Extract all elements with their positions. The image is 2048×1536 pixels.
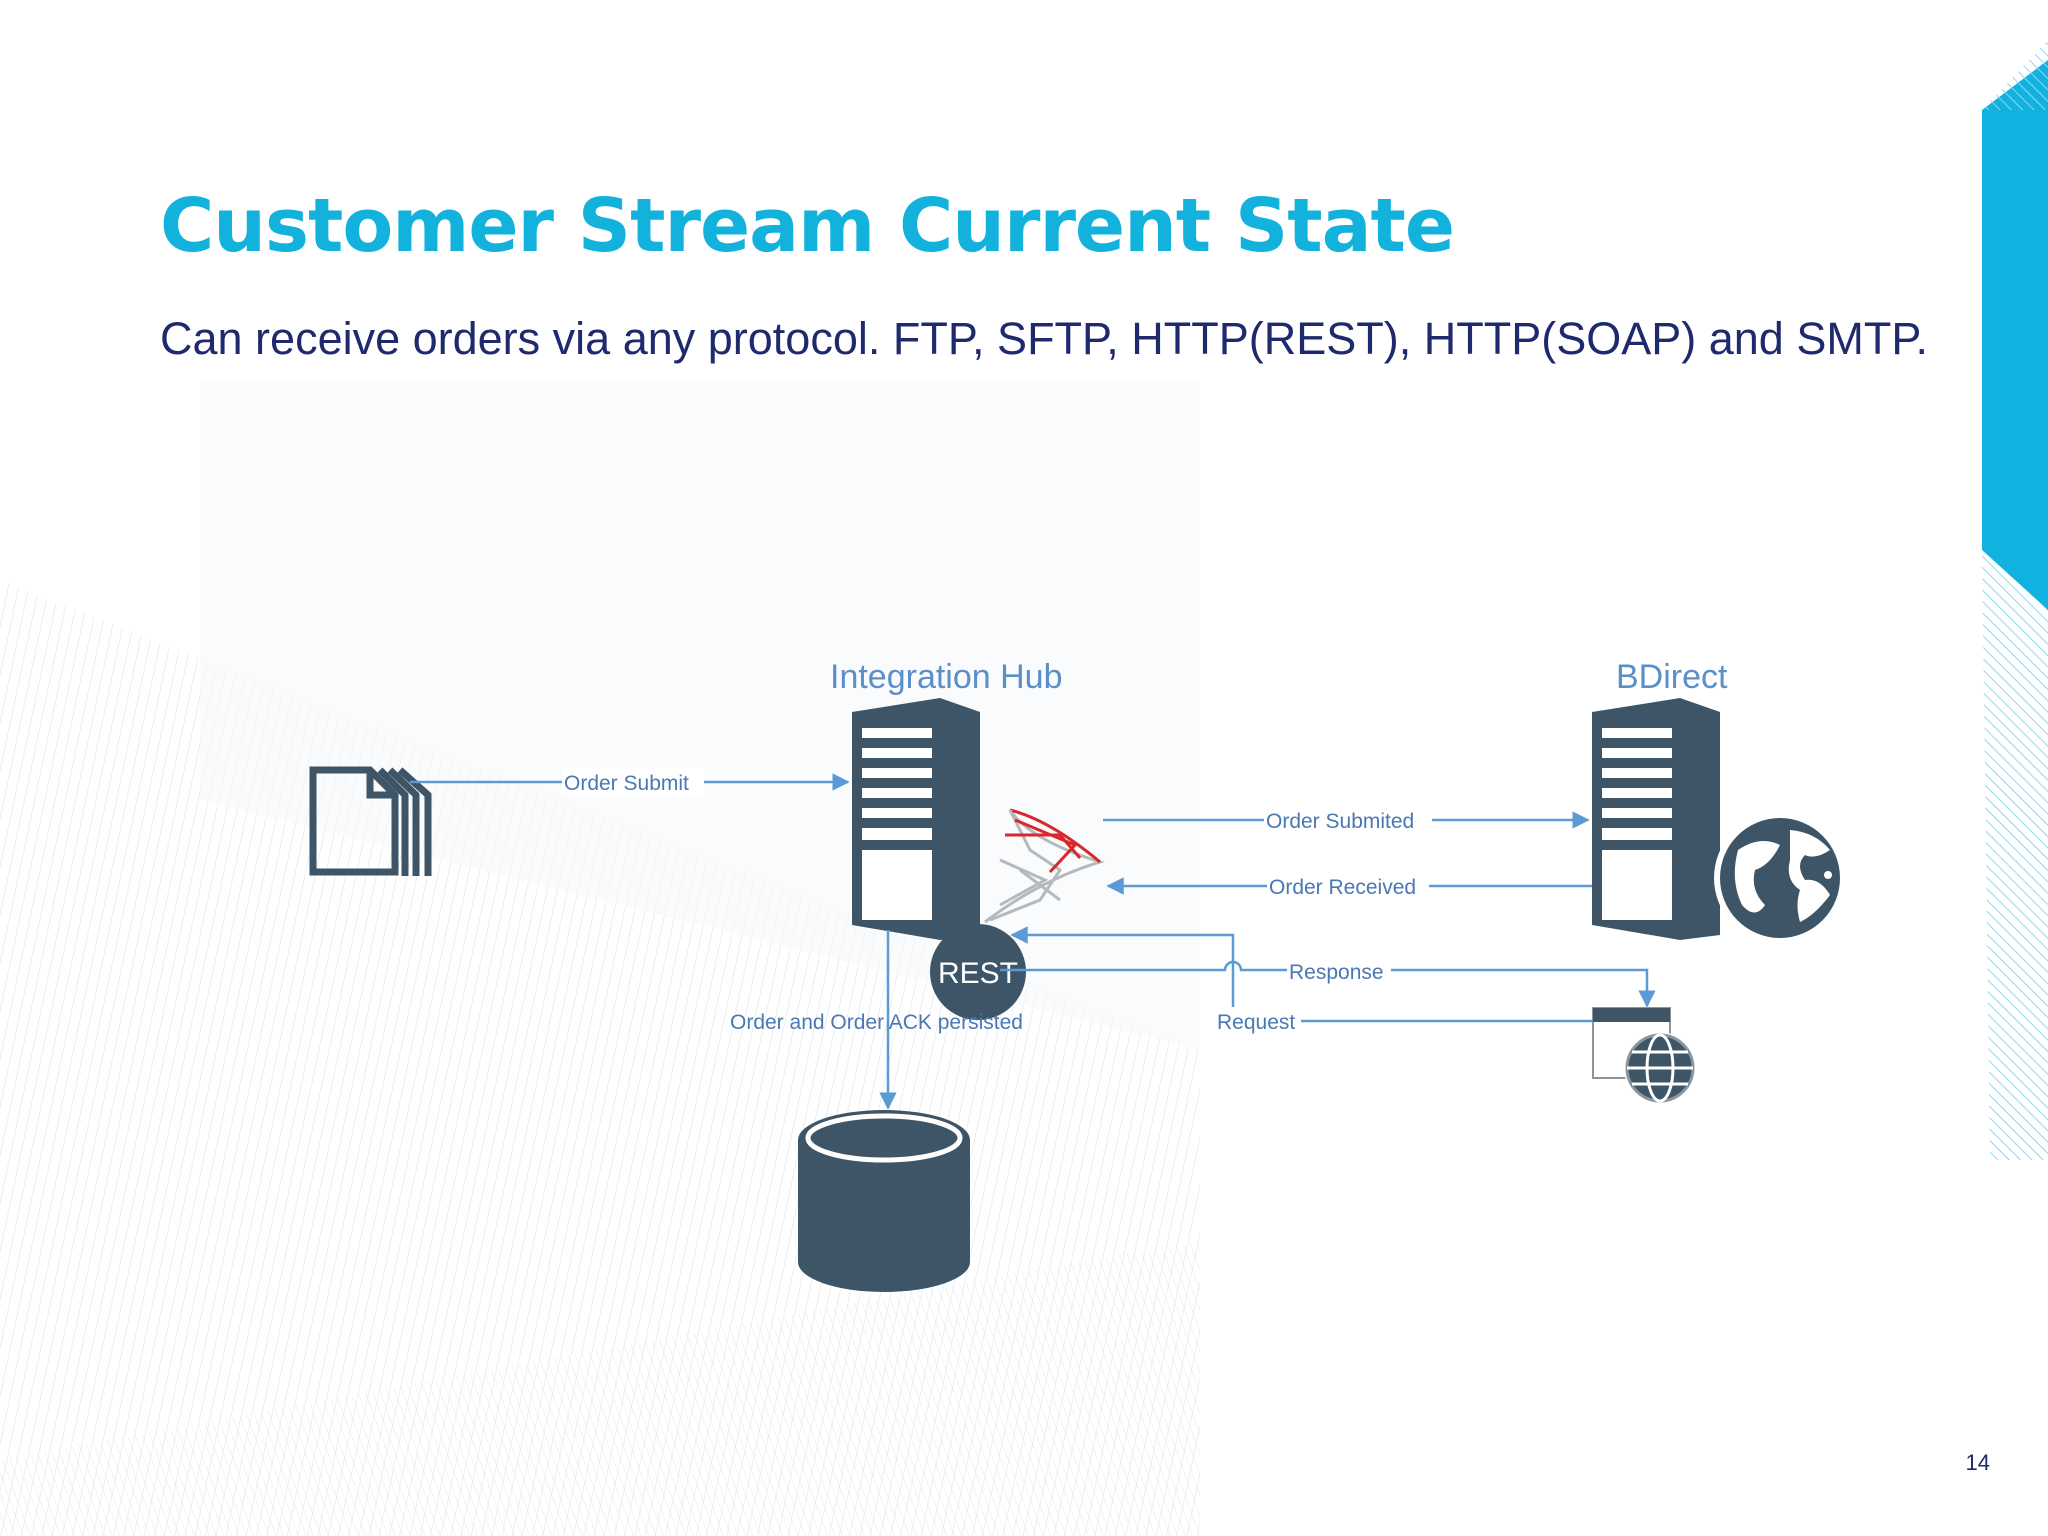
connectors [410,773,1656,1110]
edge-labels: Order Submit Order Submited Order Receiv… [562,768,1432,1035]
bdirect-server-icon [1592,698,1720,940]
sql-server-icon [984,808,1106,924]
persisted-label: Order and Order ACK persisted [730,1011,1023,1034]
request-label: Request [1217,1011,1295,1034]
documents-icon [309,766,432,876]
web-service-icon [1592,1007,1696,1104]
slide-subtitle: Can receive orders via any protocol. FTP… [160,313,1929,364]
page-number: 14 [1965,1450,1990,1475]
accent-band-hatch-top [1982,40,2048,110]
rest-label: REST [938,957,1018,990]
background-shape-grey-lower [0,1240,1200,1536]
server-icon [852,698,980,940]
order-submitted-label: Order Submited [1266,810,1414,833]
response-label: Response [1289,961,1384,984]
slide-title: Customer Stream Current State [160,183,1455,269]
request-connector [1010,926,1593,1023]
globe-icon [1714,812,1846,944]
order-submit-label: Order Submit [564,772,689,795]
order-received-label: Order Received [1269,876,1416,899]
accent-band [1982,60,2048,610]
accent-band-hatch-bottom [1982,550,2048,1160]
integration-hub-label: Integration Hub [830,658,1063,696]
database-icon [798,1110,970,1292]
bdirect-label: BDirect [1616,658,1728,696]
rest-endpoint: REST [930,924,1026,1020]
